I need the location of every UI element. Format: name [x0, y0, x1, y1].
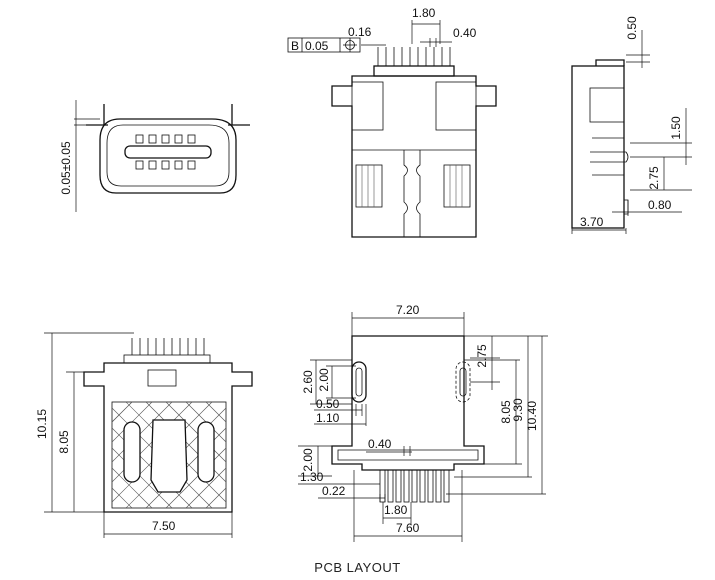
dim-pcb-10-40: 10.40 [525, 401, 539, 431]
dim-top-1-80: 1.80 [412, 6, 436, 20]
top-pins [377, 47, 451, 66]
technical-drawing: 0.05±0.05 B 0.05 0.16 1.80 0.40 [35, 6, 692, 542]
dim-pcb-7-60: 7.60 [396, 521, 420, 535]
dim-pcb-8-05: 8.05 [499, 400, 513, 424]
dim-pcb-9-30: 9.30 [511, 398, 525, 422]
bottom-pins [131, 338, 205, 355]
dim-side-2-75: 2.75 [647, 166, 661, 190]
dim-pcb-1-30: 1.30 [300, 470, 324, 484]
position-icon [343, 38, 357, 52]
side-view: 0.50 1.50 2.75 0.80 3.70 [571, 16, 692, 234]
dim-pcb-2-00-b: 2.00 [301, 448, 315, 472]
tolerance-value: 0.05 [305, 39, 329, 53]
bottom-view: 10.15 8.05 7.50 [35, 332, 253, 538]
dim-pcb-0-50: 0.50 [316, 397, 340, 411]
tolerance-datum: B [291, 39, 299, 53]
dim-pcb-1-10: 1.10 [316, 411, 340, 425]
dim-side-0-80: 0.80 [648, 198, 672, 212]
pcb-pads [379, 469, 450, 503]
dim-bottom-7-50: 7.50 [152, 519, 176, 533]
dim-top-0-40: 0.40 [453, 26, 477, 40]
dim-pcb-0-40: 0.40 [368, 437, 392, 451]
dim-pcb-0-22: 0.22 [322, 484, 346, 498]
pcb-layout-caption: PCB LAYOUT [314, 560, 401, 575]
tolerance-frame: B 0.05 [287, 37, 361, 53]
dim-pcb-2-60: 2.60 [301, 370, 315, 394]
dim-side-0-50: 0.50 [625, 16, 639, 40]
dim-front-tolerance: 0.05±0.05 [59, 141, 73, 195]
dim-side-1-50: 1.50 [669, 116, 683, 140]
dim-pcb-1-80: 1.80 [384, 503, 408, 517]
dim-pcb-7-20: 7.20 [396, 303, 420, 317]
dim-bottom-8-05: 8.05 [57, 430, 71, 454]
dim-pcb-2-75: 2.75 [475, 344, 489, 368]
front-view: 0.05±0.05 [59, 100, 250, 212]
dim-top-0-16: 0.16 [348, 25, 372, 39]
top-view: B 0.05 0.16 1.80 0.40 [287, 6, 497, 238]
dim-bottom-10-15: 10.15 [35, 409, 49, 439]
dim-pcb-2-00-a: 2.00 [317, 368, 331, 392]
pcb-layout-view: 7.20 2.60 2.00 2.75 0.50 1.10 8.05 9.30 … [298, 303, 548, 542]
front-pins [135, 134, 196, 170]
dim-side-3-70: 3.70 [580, 215, 604, 229]
